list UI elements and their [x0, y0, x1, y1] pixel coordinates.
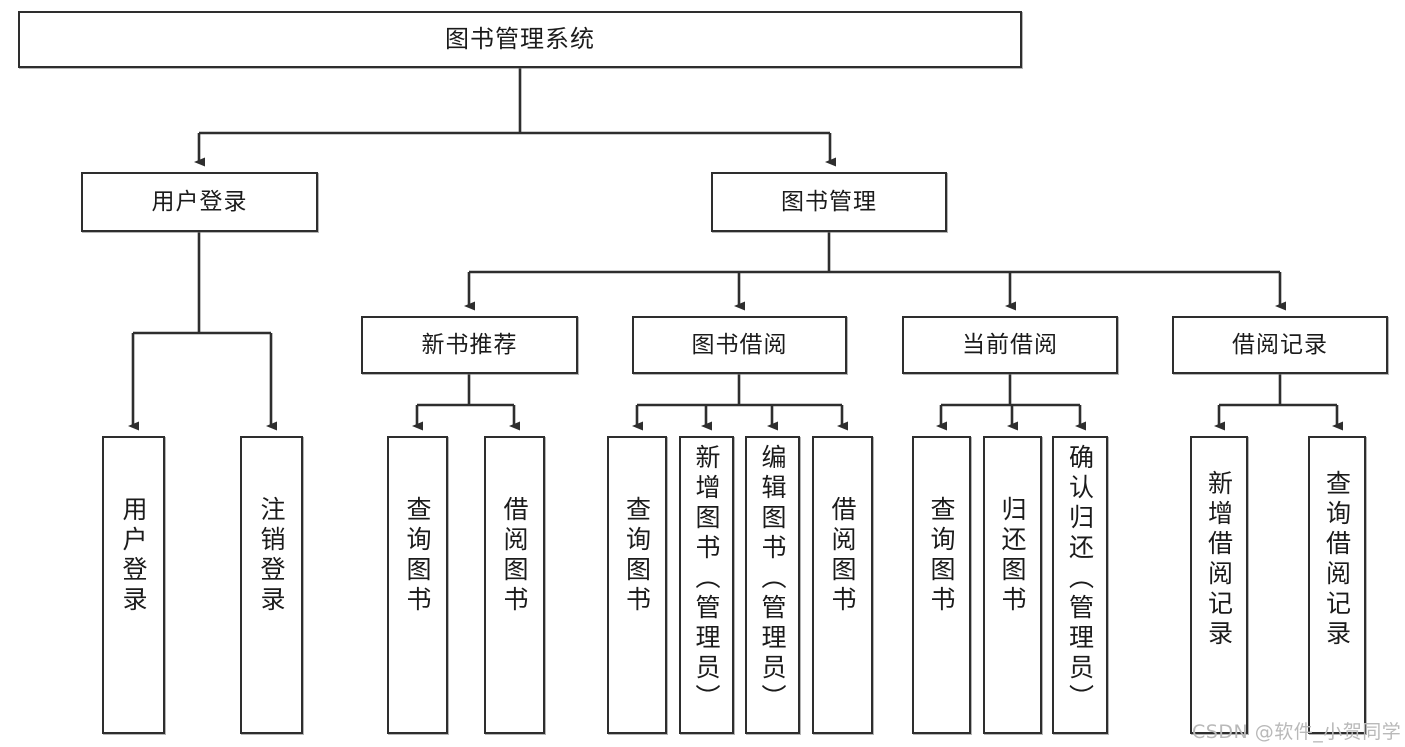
- node-leaf-edit-book-admin-label: 编辑图书（管理员）: [758, 444, 787, 714]
- node-leaf-add-borrow-record-label: 新增借阅记录: [1204, 470, 1234, 650]
- node-current-borrow[interactable]: 当前借阅: [902, 316, 1118, 374]
- node-root[interactable]: 图书管理系统: [18, 11, 1022, 68]
- node-leaf-add-borrow-record[interactable]: 新增借阅记录: [1190, 436, 1248, 734]
- node-leaf-confirm-return-admin-label: 确认归还（管理员）: [1065, 444, 1095, 714]
- node-leaf-borrow-book-2[interactable]: 借阅图书: [812, 436, 873, 734]
- node-leaf-query-book-2-label: 查询图书: [622, 496, 652, 616]
- node-new-book-recommend-label: 新书推荐: [421, 331, 518, 358]
- node-book-borrow-label: 图书借阅: [691, 331, 788, 358]
- node-leaf-user-login-label: 用户登录: [119, 496, 148, 616]
- node-leaf-add-book-admin-label: 新增图书（管理员）: [692, 444, 721, 714]
- node-leaf-confirm-return-admin[interactable]: 确认归还（管理员）: [1052, 436, 1108, 734]
- node-book-borrow[interactable]: 图书借阅: [632, 316, 847, 374]
- node-leaf-query-book-2[interactable]: 查询图书: [607, 436, 667, 734]
- node-new-book-recommend[interactable]: 新书推荐: [361, 316, 578, 374]
- node-leaf-query-book-3-label: 查询图书: [927, 496, 956, 616]
- node-leaf-user-login[interactable]: 用户登录: [102, 436, 165, 734]
- node-leaf-user-logout-label: 注销登录: [257, 496, 286, 616]
- node-leaf-edit-book-admin[interactable]: 编辑图书（管理员）: [745, 436, 800, 734]
- node-user-login-label: 用户登录: [151, 188, 248, 215]
- node-root-label: 图书管理系统: [445, 24, 595, 53]
- node-borrow-record[interactable]: 借阅记录: [1172, 316, 1388, 374]
- node-book-management[interactable]: 图书管理: [711, 172, 947, 232]
- node-leaf-borrow-book-2-label: 借阅图书: [828, 496, 857, 616]
- node-book-management-label: 图书管理: [781, 188, 877, 215]
- node-leaf-query-book-1[interactable]: 查询图书: [387, 436, 448, 734]
- node-leaf-borrow-book-1-label: 借阅图书: [500, 496, 529, 616]
- node-leaf-query-borrow-record-label: 查询借阅记录: [1322, 470, 1352, 650]
- node-leaf-user-logout[interactable]: 注销登录: [240, 436, 303, 734]
- node-leaf-query-book-1-label: 查询图书: [403, 496, 432, 616]
- node-user-login[interactable]: 用户登录: [81, 172, 318, 232]
- node-leaf-add-book-admin[interactable]: 新增图书（管理员）: [679, 436, 734, 734]
- node-leaf-borrow-book-1[interactable]: 借阅图书: [484, 436, 545, 734]
- node-leaf-query-book-3[interactable]: 查询图书: [912, 436, 971, 734]
- node-leaf-return-book[interactable]: 归还图书: [983, 436, 1042, 734]
- node-leaf-return-book-label: 归还图书: [998, 496, 1027, 616]
- node-borrow-record-label: 借阅记录: [1232, 331, 1328, 358]
- csdn-watermark: CSDN @软件_小贺同学: [1192, 721, 1402, 743]
- node-leaf-query-borrow-record[interactable]: 查询借阅记录: [1308, 436, 1366, 734]
- node-current-borrow-label: 当前借阅: [962, 331, 1058, 358]
